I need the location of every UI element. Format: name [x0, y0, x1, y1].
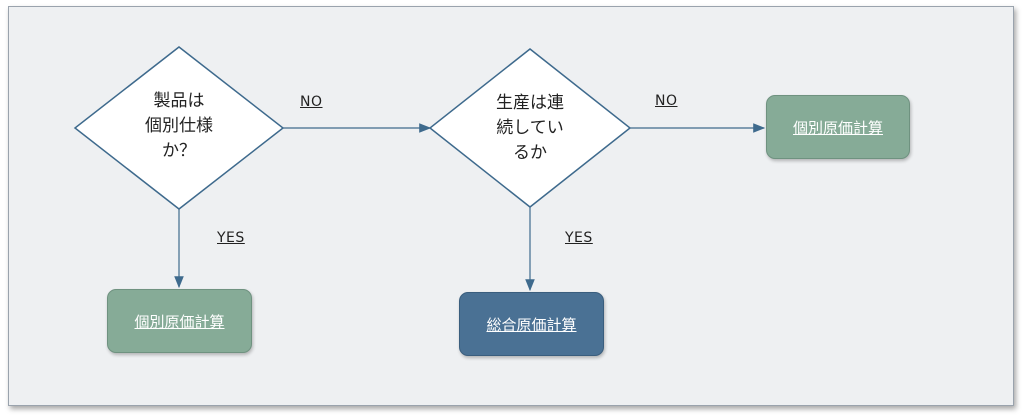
result-box-bottom-middle: 総合原価計算 [459, 292, 604, 356]
decision-2-text: 生産は連 続してい るか [496, 93, 564, 163]
edge-label-d1-no: NO [300, 94, 323, 110]
edge-label-d2-yes: YES [565, 230, 593, 246]
decision-1-text: 製品は 個別仕様 か？ [145, 91, 213, 161]
edge-label-d1-yes: YES [217, 230, 245, 246]
edge-label-d2-no: NO [655, 93, 678, 109]
result-box-top-right: 個別原価計算 [766, 95, 910, 159]
result-box-bottom-left: 個別原価計算 [107, 289, 252, 353]
